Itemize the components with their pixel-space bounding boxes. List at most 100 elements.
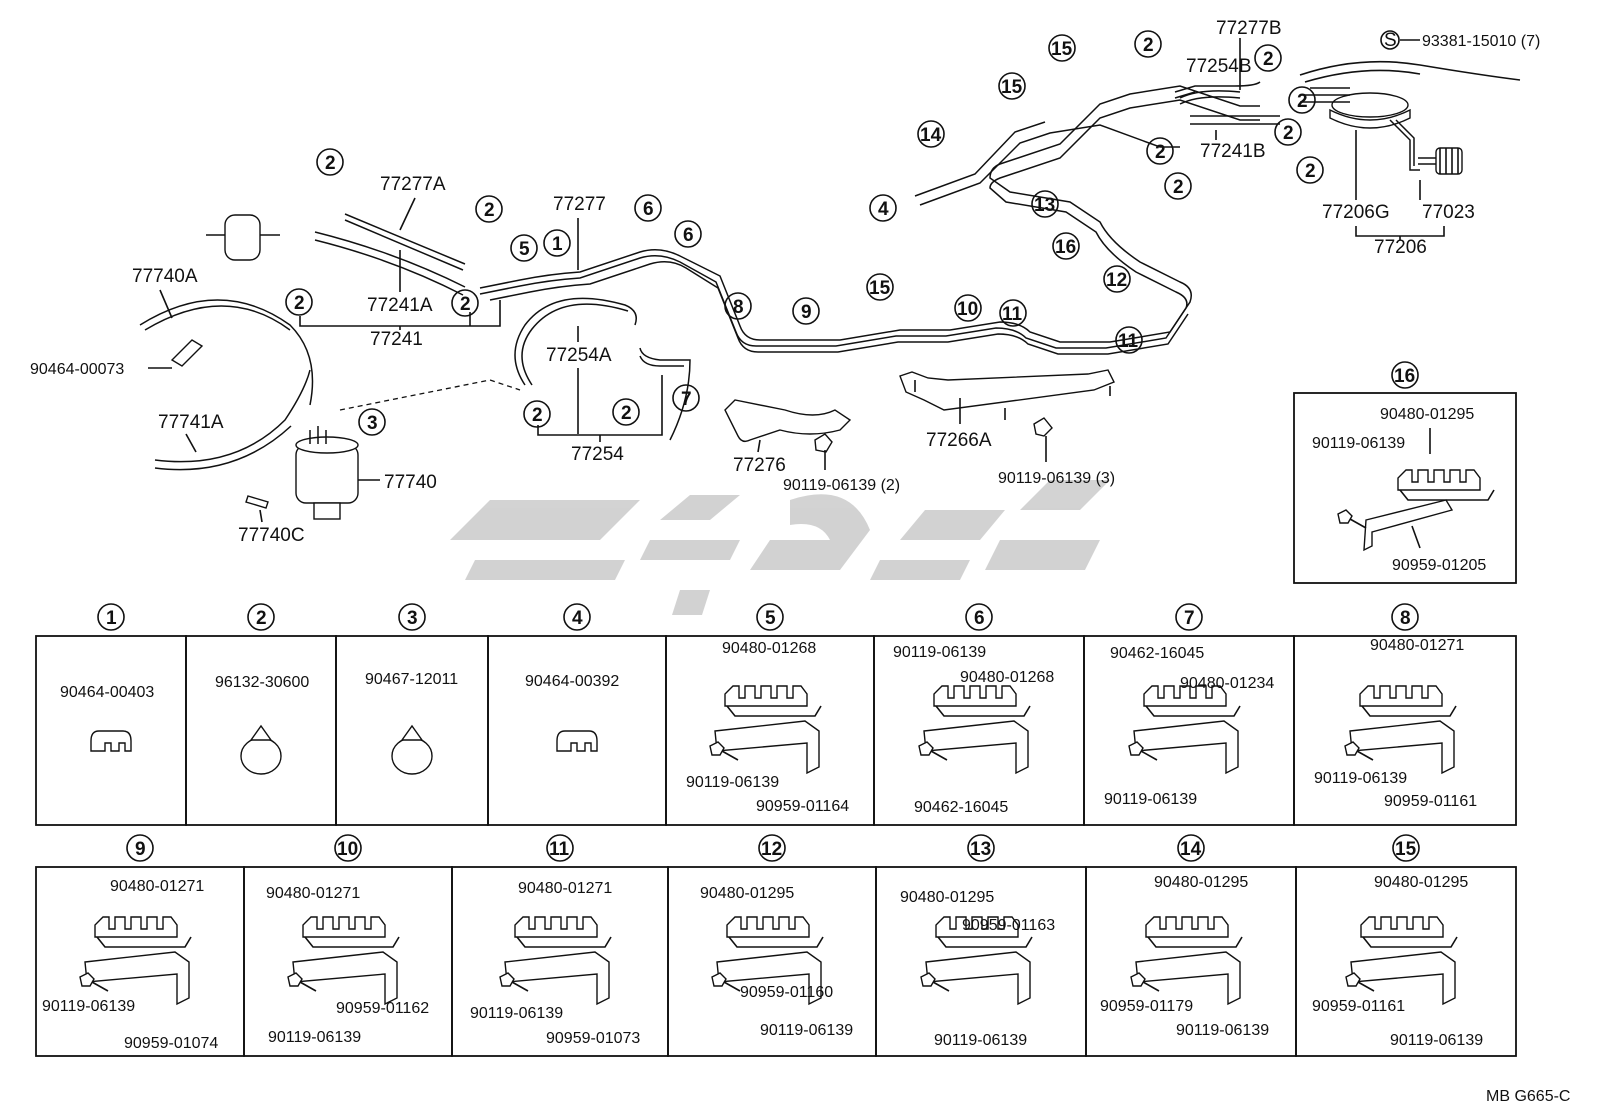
part-number: 90119-06139: [470, 1005, 563, 1022]
callout-number: 4: [878, 199, 889, 220]
callout-number: 2: [1155, 142, 1166, 163]
callout-2: 2: [316, 148, 344, 176]
part-number: 90119-06139: [760, 1022, 853, 1039]
label-77254A: 77254A: [546, 345, 612, 366]
label-77740: 77740: [384, 472, 437, 493]
part-number: 90464-00392: [525, 673, 619, 690]
callout-number: 2: [1283, 123, 1294, 144]
callout-number: 14: [920, 125, 942, 146]
label-77277A: 77277A: [380, 174, 446, 195]
label-77741A: 77741A: [158, 412, 224, 433]
part-number: 90480-01268: [722, 640, 816, 657]
callout-14: 14: [917, 120, 945, 148]
callout-4: 4: [869, 194, 897, 222]
callout-2: 2: [1288, 86, 1316, 114]
bracket-77276: 77276 90119-06139 (2): [724, 399, 900, 494]
callout-number: 2: [460, 294, 471, 315]
callout-6: 6: [674, 220, 702, 248]
part-number: 90480-01271: [266, 885, 360, 902]
part-number: 90462-16045: [1110, 645, 1204, 662]
callout-9: 9: [792, 297, 820, 325]
part-number: 90959-01161: [1312, 998, 1405, 1015]
callout-3: 3: [358, 408, 386, 436]
callout-12: 12: [1103, 265, 1131, 293]
label-77740C: 77740C: [238, 525, 305, 546]
box-number: 12: [761, 839, 782, 860]
box-number: 6: [974, 608, 985, 629]
part-number: 90959-01163: [962, 917, 1055, 934]
callout-number: 2: [1143, 35, 1154, 56]
callout-2: 2: [475, 195, 503, 223]
part-number: 90119-06139: [42, 998, 135, 1015]
label-77254: 77254: [571, 444, 624, 465]
label-77241: 77241: [370, 329, 423, 350]
callout-number: 2: [1305, 161, 1316, 182]
part-number: 90480-01295: [900, 889, 994, 906]
callout-number: 15: [1001, 77, 1023, 98]
callout-number: 15: [1051, 39, 1073, 60]
part-number: 90959-01073: [546, 1030, 640, 1047]
parts-row-2: 990480-0127190119-0613990959-01074109048…: [35, 834, 1517, 1057]
s-marker: S: [1384, 30, 1397, 51]
callout-16: 16: [1052, 232, 1080, 260]
fuel-filter-77740: [295, 426, 359, 520]
middle-hoses: 77254A 77254: [514, 297, 691, 465]
box16-num: 16: [1394, 366, 1415, 387]
part-number: 90480-01295: [700, 885, 794, 902]
callout-number: 7: [681, 389, 692, 410]
part-number: 90959-01161: [1384, 793, 1477, 810]
box16-part-1: 90119-06139: [1312, 435, 1405, 452]
callout-2: 2: [612, 398, 640, 426]
label-93381: 93381-15010 (7): [1422, 33, 1540, 50]
callout-2: 2: [1254, 44, 1282, 72]
part-number: 90119-06139: [1176, 1022, 1269, 1039]
part-number: 96132-30600: [215, 674, 309, 691]
part-number: 90480-01271: [1370, 637, 1464, 654]
callout-2: 2: [451, 289, 479, 317]
label-77254B: 77254B: [1186, 56, 1252, 77]
callout-number: 2: [484, 200, 495, 221]
callout-number: 6: [643, 199, 654, 220]
label-77277: 77277: [553, 194, 606, 215]
callout-number: 16: [1055, 237, 1076, 258]
label-77241A: 77241A: [367, 295, 433, 316]
part-number: 90480-01295: [1154, 874, 1248, 891]
label-77277B: 77277B: [1216, 18, 1282, 39]
callout-5: 5: [510, 234, 538, 262]
left-hoses: 77277A 77241A 77241 77740A 90464-00073 7…: [30, 174, 521, 546]
box-number: 3: [407, 608, 418, 629]
callout-number: 2: [1173, 177, 1184, 198]
callout-2: 2: [285, 288, 313, 316]
label-90119-3: 90119-06139 (3): [998, 470, 1115, 487]
filter-77023: [1418, 147, 1463, 175]
callout-number: 2: [1263, 49, 1274, 70]
callout-number: 11: [1002, 304, 1023, 325]
callout-6: 6: [634, 194, 662, 222]
label-77241B: 77241B: [1200, 141, 1266, 162]
bracket-77266A: 77266A 90119-06139 (3): [899, 369, 1115, 487]
parts-row-1: 190464-00403296132-30600390467-120114904…: [35, 603, 1517, 826]
box-number: 15: [1395, 839, 1417, 860]
part-number: 90119-06139: [686, 774, 779, 791]
callout-2: 2: [1146, 137, 1174, 165]
part-number: 90959-01179: [1100, 998, 1193, 1015]
label-77740A: 77740A: [132, 266, 198, 287]
box-number: 1: [106, 608, 117, 629]
main-line-bundle: [479, 85, 1260, 355]
label-77206: 77206: [1374, 237, 1427, 258]
part-number: 90959-01162: [336, 1000, 429, 1017]
callout-15: 15: [1048, 34, 1076, 62]
callout-2: 2: [523, 400, 551, 428]
callout-number: 1: [552, 234, 563, 255]
watermark-logo: [450, 480, 1110, 615]
